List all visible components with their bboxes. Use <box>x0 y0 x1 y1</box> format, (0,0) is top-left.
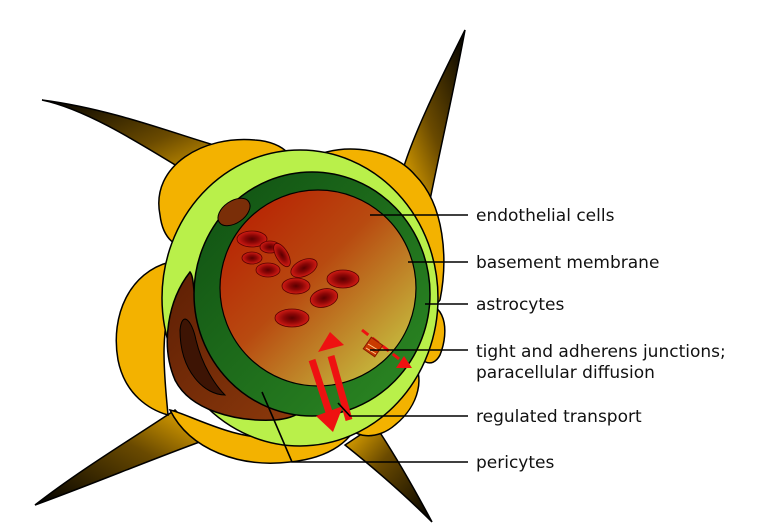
astrocyte-process-bottom-right <box>343 423 433 523</box>
label-paracellular-diffusion: paracellular diffusion <box>476 363 655 383</box>
label-endothelial-cells: endothelial cells <box>476 206 615 226</box>
label-regulated-transport: regulated transport <box>476 407 642 427</box>
red-blood-cell <box>236 230 268 248</box>
label-astrocytes: astrocytes <box>476 295 564 315</box>
red-blood-cell <box>326 269 360 289</box>
transport-arrow-in-head <box>318 332 344 352</box>
leader-lines <box>261 214 468 463</box>
red-blood-cells <box>236 230 360 328</box>
label-pericytes: pericytes <box>476 453 554 473</box>
endothelial-nucleus <box>217 197 251 227</box>
red-blood-cell <box>309 288 339 308</box>
label-basement-membrane: basement membrane <box>476 253 659 273</box>
red-blood-cell <box>281 277 311 295</box>
red-blood-cell <box>290 258 318 278</box>
transport-arrow-in-shaft <box>327 355 353 421</box>
vessel-lumen <box>219 189 417 387</box>
red-blood-cell <box>273 242 291 268</box>
red-blood-cell <box>241 251 263 265</box>
red-blood-cell <box>255 262 281 278</box>
label-tight-junctions: tight and adherens junctions; <box>476 342 726 362</box>
tight-junction <box>361 328 412 368</box>
transport-arrows <box>308 332 353 432</box>
labels: endothelial cells basement membrane astr… <box>476 206 726 473</box>
leader-transport <box>337 402 468 417</box>
leader-pericytes <box>261 391 468 463</box>
astrocyte-lobe-left <box>115 261 176 417</box>
red-blood-cell <box>274 308 310 328</box>
paracellular-arrowhead <box>396 356 412 368</box>
transport-arrow-out-head <box>316 406 343 432</box>
pericyte-nucleus <box>179 318 227 396</box>
transport-arrow-out-shaft <box>308 358 333 414</box>
